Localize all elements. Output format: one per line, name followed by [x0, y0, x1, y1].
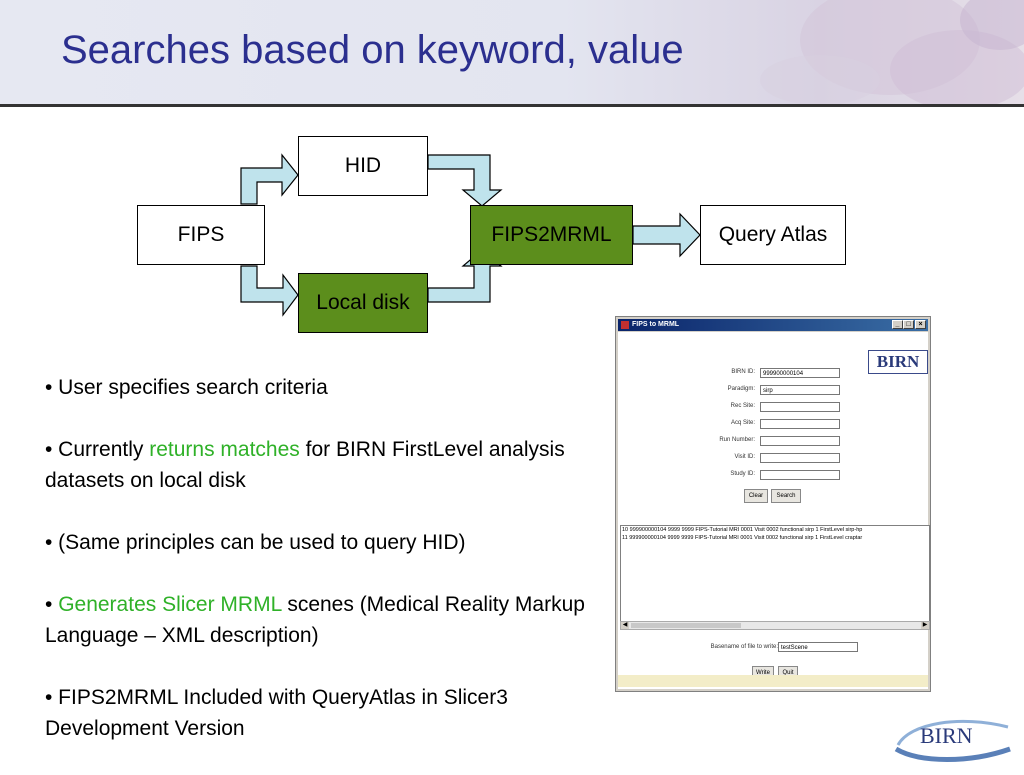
bullet-5: • FIPS2MRML Included with QueryAtlas in … — [45, 686, 508, 740]
arrow-fips-to-localdisk — [240, 265, 299, 317]
window-title: FIPS to MRML — [632, 321, 680, 328]
scroll-thumb[interactable] — [631, 623, 741, 628]
logo-swoosh-bottom — [894, 746, 1011, 762]
run-number-label: Run Number: — [719, 437, 755, 443]
bullet-list: • User specifies search criteria • Curre… — [45, 372, 605, 775]
header-divider — [0, 104, 1024, 107]
birn-id-input[interactable]: 999900000104 — [760, 368, 840, 378]
bullet-2: • Currently returns matches for BIRN Fir… — [45, 438, 565, 492]
node-query-atlas: Query Atlas — [700, 205, 846, 265]
rec-site-label: Rec Site: — [730, 403, 755, 409]
visit-id-label: Visit ID: — [734, 454, 755, 460]
basename-label: Basename of file to write: — [710, 644, 778, 650]
birn-footer-logo: BIRN — [894, 719, 1011, 762]
search-button[interactable]: Search — [771, 489, 801, 503]
bullet-4: • Generates Slicer MRML scenes (Medical … — [45, 593, 585, 647]
clear-button[interactable]: Clear — [744, 489, 768, 503]
birn-logo: BIRN — [868, 350, 928, 374]
scroll-left-icon[interactable]: ◀ — [621, 622, 629, 629]
close-button[interactable]: × — [915, 320, 926, 329]
logo-swoosh-top — [896, 719, 1009, 746]
arrow-hid-to-fips2mrml — [427, 154, 503, 207]
result-row[interactable]: 10 999900000104 9999 9999 FIPS-Tutorial … — [622, 527, 863, 533]
minimize-button[interactable]: _ — [892, 320, 903, 329]
results-list[interactable]: 10 999900000104 9999 9999 FIPS-Tutorial … — [620, 525, 930, 629]
node-fips2mrml: FIPS2MRML — [470, 205, 633, 265]
rec-site-input[interactable] — [760, 402, 840, 412]
bullet-3: • (Same principles can be used to query … — [45, 531, 466, 554]
basename-input[interactable]: testScene — [778, 642, 858, 652]
status-bar — [618, 675, 928, 687]
node-local-disk: Local disk — [298, 273, 428, 333]
header-background-texture — [760, 0, 1024, 106]
visit-id-input[interactable] — [760, 453, 840, 463]
arrow-fips2mrml-to-queryatlas — [632, 212, 701, 258]
arrow-fips-to-hid — [240, 153, 299, 205]
study-id-input[interactable] — [760, 470, 840, 480]
result-row[interactable]: 11 999900000104 9999 9999 FIPS-Tutorial … — [622, 535, 863, 541]
horizontal-scrollbar[interactable]: ◀ ▶ — [620, 621, 930, 630]
slide-header: Searches based on keyword, value — [0, 0, 1024, 106]
window-titlebar: FIPS to MRML _ □ × — [618, 319, 928, 331]
window-body: BIRN BIRN ID: 999900000104 Paradigm: sir… — [618, 332, 930, 689]
bullet-1: • User specifies search criteria — [45, 376, 328, 399]
study-id-label: Study ID: — [730, 471, 755, 477]
scroll-right-icon[interactable]: ▶ — [921, 622, 929, 629]
acq-site-input[interactable] — [760, 419, 840, 429]
highlight-generates-slicer-mrml: Generates Slicer MRML — [58, 593, 282, 616]
highlight-returns-matches: returns matches — [149, 438, 300, 461]
slide-title: Searches based on keyword, value — [61, 28, 684, 72]
run-number-input[interactable] — [760, 436, 840, 446]
node-fips: FIPS — [137, 205, 265, 265]
node-hid: HID — [298, 136, 428, 196]
footer-logo-text: BIRN — [920, 723, 973, 748]
paradigm-label: Paradigm: — [727, 386, 755, 392]
maximize-button[interactable]: □ — [903, 320, 914, 329]
fips-to-mrml-window: FIPS to MRML _ □ × BIRN BIRN ID: 9999000… — [615, 316, 931, 692]
birn-id-label: BIRN ID: — [731, 369, 755, 375]
app-icon — [621, 321, 629, 329]
flow-diagram — [240, 153, 701, 317]
paradigm-input[interactable]: sirp — [760, 385, 840, 395]
acq-site-label: Acq Site: — [730, 420, 755, 426]
